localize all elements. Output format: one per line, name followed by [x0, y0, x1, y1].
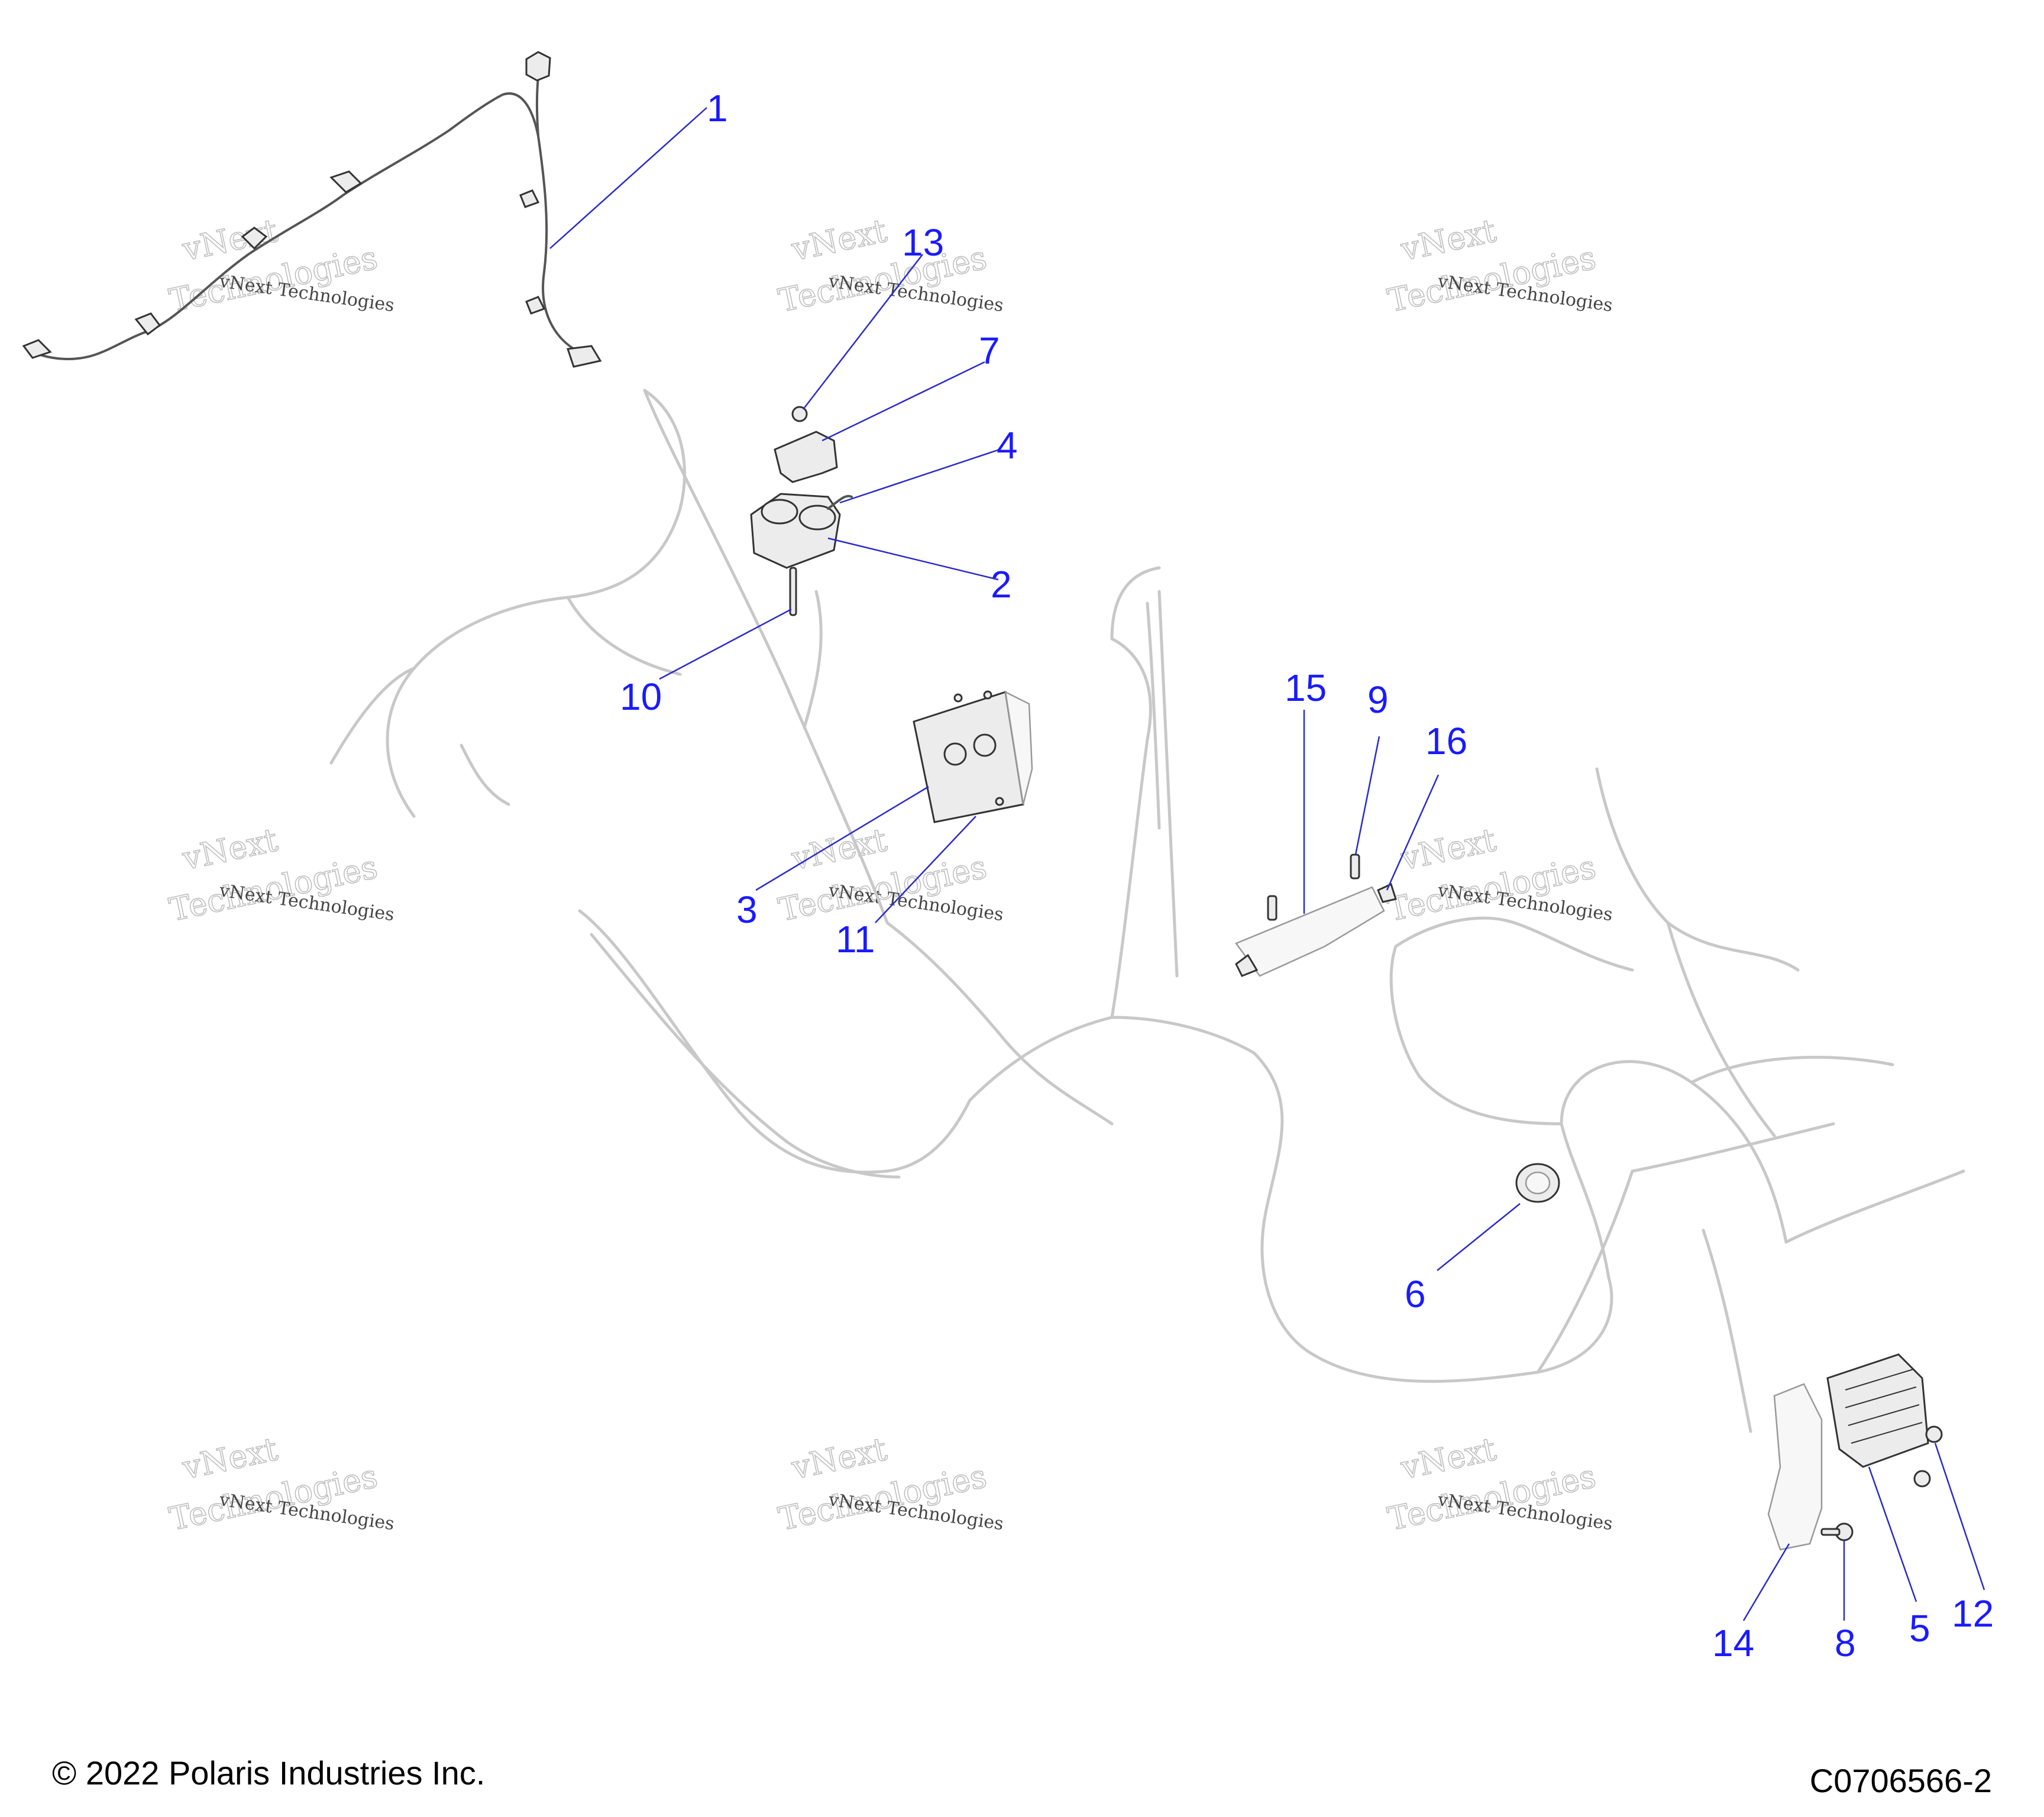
leader-lines — [549, 107, 1985, 1621]
watermark-brand: vNext — [179, 821, 281, 878]
watermark-brand: vNext — [788, 821, 890, 878]
watermark-brand: vNext — [788, 212, 890, 269]
watermark-brand: vNext — [788, 1430, 890, 1487]
watermark-brand: vNext — [179, 1430, 281, 1487]
callout-3: 3 — [736, 888, 758, 931]
callout-15: 15 — [1285, 667, 1327, 709]
watermark-brand: vNext — [179, 212, 281, 269]
part-2-ignition-coil — [750, 493, 853, 569]
part-8-bolt — [1820, 1522, 1854, 1541]
watermark-brand: vNext — [1397, 821, 1499, 878]
callout-6: 6 — [1405, 1273, 1426, 1315]
watermark-group: vNext Technologies vNext Technologies vN… — [166, 211, 1614, 1538]
callout-12: 12 — [1952, 1592, 1994, 1635]
part-5-regulator — [1826, 1353, 1929, 1468]
drawing-number: C0706566-2 — [1809, 1762, 1992, 1799]
callout-14: 14 — [1712, 1622, 1754, 1664]
callout-10: 10 — [620, 675, 662, 718]
main-wire-harness — [329, 389, 1965, 1433]
copyright-text: © 2022 Polaris Industries Inc. — [52, 1754, 486, 1792]
part-12-bolts — [1913, 1425, 1943, 1488]
callout-8: 8 — [1835, 1622, 1856, 1664]
callout-5: 5 — [1909, 1607, 1930, 1650]
part-7-bracket — [774, 431, 838, 483]
watermark-brand: vNext — [1397, 212, 1499, 269]
callout-16: 16 — [1425, 720, 1467, 762]
part-15-cover-plate — [1235, 886, 1385, 977]
part-14-bracket — [1767, 1383, 1823, 1551]
callout-1: 1 — [707, 87, 728, 130]
watermark-brand: vNext — [1397, 1430, 1499, 1487]
callout-11: 11 — [836, 918, 875, 961]
part-6-grommet — [1515, 1163, 1560, 1203]
callout-2: 2 — [991, 563, 1012, 606]
callout-7: 7 — [979, 329, 1000, 372]
part-10-bolt — [789, 567, 797, 616]
part-1-sub-harness — [22, 51, 602, 368]
callout-4: 4 — [997, 424, 1018, 467]
part-16-clip — [1377, 882, 1397, 903]
callout-labels: 1 2 3 4 5 6 7 8 9 10 11 12 13 14 15 16 — [620, 87, 1994, 1664]
part-3-ecu — [913, 690, 1033, 823]
callout-9: 9 — [1367, 678, 1389, 721]
part-9-bolts — [1267, 853, 1360, 921]
callout-13: 13 — [902, 221, 944, 264]
part-13-nut — [791, 406, 808, 422]
